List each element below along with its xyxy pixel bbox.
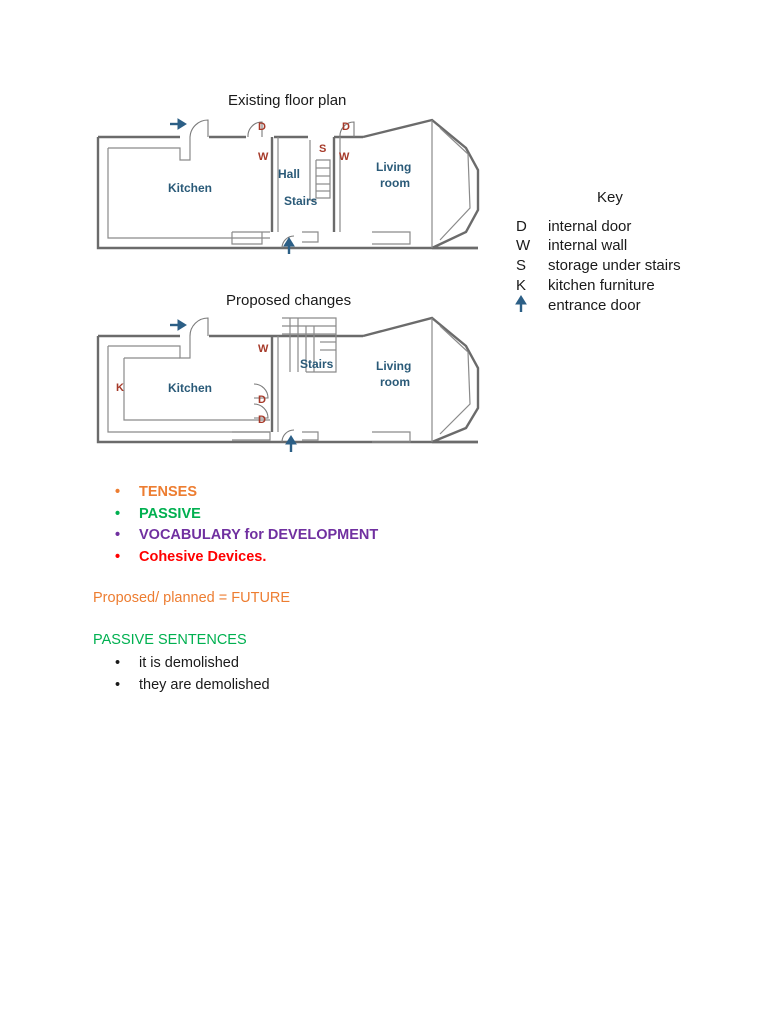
topic-passive: PASSIVE — [139, 505, 201, 522]
example-sentence: they are demolished — [139, 677, 270, 693]
wall-marker: W — [258, 151, 269, 163]
key-label-internal-wall: internal wall — [548, 237, 627, 254]
door-marker: D — [342, 121, 350, 133]
key-label-internal-door: internal door — [548, 218, 631, 235]
existing-floor-plan: Existing floor plan Kitchen Hall Stairs … — [96, 92, 681, 290]
example-sentence: it is demolished — [139, 655, 239, 671]
bullet-icon: • — [115, 548, 121, 565]
hall-label: Hall — [278, 167, 300, 181]
key-legend: Key D internal door W internal wall S st… — [516, 189, 681, 290]
kitchen-furniture-marker: K — [116, 382, 124, 394]
key-symbol-s: S — [516, 257, 526, 274]
living-room-label-line1: Living — [376, 359, 411, 373]
list-item: • they are demolished — [113, 674, 270, 696]
stairs-label: Stairs — [300, 357, 334, 371]
living-room-label-line2: room — [380, 176, 410, 190]
bullet-icon: • — [115, 505, 121, 522]
list-item: • it is demolished — [113, 652, 270, 674]
proposed-plan-title: Proposed changes — [226, 292, 351, 309]
list-item: • TENSES — [113, 482, 378, 504]
door-marker: D — [258, 121, 266, 133]
topic-tenses: TENSES — [139, 484, 198, 500]
door-marker: D — [258, 414, 266, 426]
existing-plan-title: Existing floor plan — [228, 92, 346, 109]
wall-marker: W — [339, 151, 350, 163]
bullet-icon: • — [115, 527, 121, 543]
door-marker: D — [258, 394, 266, 406]
proposed-floor-plan: Proposed changes Kitchen Stairs Living r… — [96, 292, 480, 452]
topics-list: • TENSES • PASSIVE • VOCABULARY for DEVE… — [113, 482, 378, 568]
storage-marker: S — [319, 143, 326, 155]
list-item: • PASSIVE — [113, 504, 378, 526]
key-label-entrance-door: entrance door — [548, 297, 641, 314]
kitchen-label: Kitchen — [168, 181, 212, 195]
living-room-label-line1: Living — [376, 160, 411, 174]
key-title: Key — [597, 189, 623, 206]
examples-list: • it is demolished • they are demolished — [113, 652, 270, 696]
key-entrance-row: entrance door — [515, 295, 641, 314]
entrance-arrow-icon — [283, 237, 295, 254]
topic-vocabulary: VOCABULARY for DEVELOPMENT — [139, 527, 379, 543]
living-room-label-line2: room — [380, 375, 410, 389]
list-item: • VOCABULARY for DEVELOPMENT — [113, 525, 378, 547]
entrance-arrow-icon — [285, 435, 297, 452]
wall-marker: W — [258, 343, 269, 355]
future-note: Proposed/ planned = FUTURE — [93, 590, 291, 606]
key-label-kitchen-furniture: kitchen furniture — [548, 277, 655, 290]
kitchen-label: Kitchen — [168, 381, 212, 395]
key-symbol-k: K — [516, 277, 526, 290]
entrance-arrow-icon — [170, 118, 187, 130]
key-label-storage: storage under stairs — [548, 257, 681, 274]
arrow-up-icon — [515, 295, 527, 312]
bullet-icon: • — [115, 484, 121, 500]
topic-cohesive-devices: Cohesive Devices. — [139, 548, 267, 565]
bullet-icon: • — [115, 655, 121, 671]
list-item: • Cohesive Devices. — [113, 547, 378, 569]
key-symbol-w: W — [516, 237, 531, 254]
entrance-arrow-icon — [170, 319, 187, 331]
passive-heading: PASSIVE SENTENCES — [93, 632, 247, 648]
bullet-icon: • — [115, 677, 121, 693]
key-symbol-d: D — [516, 218, 527, 235]
stairs-label: Stairs — [284, 194, 318, 208]
